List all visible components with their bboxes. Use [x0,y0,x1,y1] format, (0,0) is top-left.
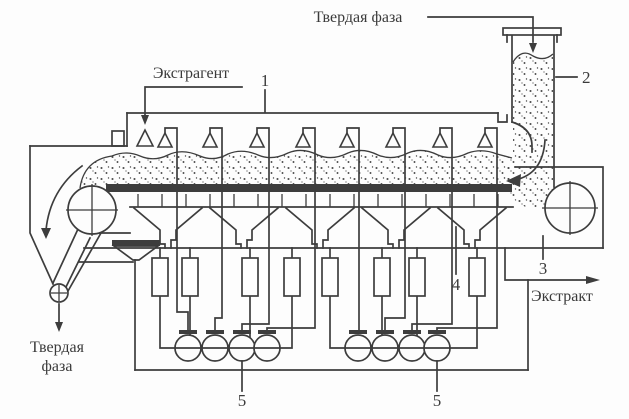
pump [398,330,426,362]
callout-2: 2 [582,68,591,87]
spray-cone [156,131,174,148]
chute-inner-wall [64,236,92,289]
spray-riser [266,127,316,332]
spray-piping [164,127,498,332]
right-pulley-box [514,166,604,249]
spray-cone [476,131,494,148]
heater [321,257,339,297]
column-flange [502,27,562,36]
spray-cone [201,131,219,148]
heater [468,257,486,297]
callout-4: 4 [452,275,461,294]
extract-arrowhead [586,276,600,284]
chute-outer-wall [29,145,55,286]
solid-feed-line [427,16,534,43]
pump [174,330,202,362]
pump [228,330,256,362]
heater [408,257,426,297]
callout-1: 1 [261,71,270,90]
extractant-line [144,86,243,116]
pump [344,330,372,362]
pumps [174,330,451,362]
spray-riser [384,127,406,332]
pump [423,330,451,362]
extract-outlet-wall [504,247,587,281]
callout-5-right: 5 [433,391,442,410]
heater [241,257,259,297]
pump [253,330,281,362]
hopper [360,206,432,249]
funnel-flange [112,240,160,246]
spray-cone [248,131,266,148]
heater [283,257,301,297]
spray-riser [346,127,360,332]
spray-riser [436,127,498,332]
label-solid-phase-bottom-line1: Твердая [30,339,85,356]
column-arrowhead [506,174,521,187]
hopper [436,206,508,249]
housing-top-hook [497,112,508,123]
spray-riser [209,127,223,332]
solids-arrowhead [55,322,63,332]
label-extract: Экстракт [531,288,593,305]
material-bed [79,149,513,189]
callout-5-left: 5 [238,391,247,410]
spray-cone [384,131,402,148]
label-solid-phase-top: Твердая фаза [314,9,403,26]
heater [181,257,199,297]
spray-cone [338,131,356,148]
funnel-body [111,245,161,261]
heaters [151,257,486,297]
hopper [284,206,356,249]
extractant-spray-fan [135,128,155,147]
spray-riser [241,127,270,332]
column-flange-tabs [506,34,558,43]
callout-3: 3 [539,259,548,278]
label-extractant: Экстрагент [153,65,229,82]
bed-surface-outline [79,149,513,189]
extractant-arrowhead [141,115,149,125]
circulation-tank [134,247,587,371]
label-solid-phase-bottom-line2: фаза [42,358,73,375]
column-elbow-inner [510,120,533,153]
left-funnel [111,240,161,261]
flow-lines [45,16,578,392]
heater [151,257,169,297]
feed-arrowhead [529,43,537,53]
heater [373,257,391,297]
chute-flow-arrow-curve [45,164,84,231]
pulleys [49,181,598,303]
belt-support-ticks [137,194,499,207]
belt-return-run-1 [51,227,80,285]
chute-arrowhead [41,228,51,239]
belt-band [106,184,512,192]
collection-hoppers [132,206,508,249]
hopper [208,206,280,249]
spray-riser [411,127,453,332]
arrowheads [41,43,600,332]
spray-nozzles [135,128,494,148]
spray-riser [164,127,189,332]
labels: Твердая фаза Экстрагент Экстракт Твердая… [30,9,593,410]
chute-fitting [111,130,125,147]
pump [201,330,229,362]
spray-cone [431,131,449,148]
pump [371,330,399,362]
feed-column-material [496,52,554,210]
spray-cone [294,131,312,148]
feed-column [502,27,562,188]
